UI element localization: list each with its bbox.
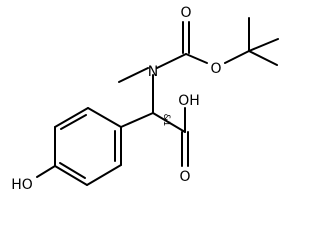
- bond-n-methyl: [118, 67, 149, 83]
- bond-ring-5: [54, 107, 89, 128]
- bond-phenol-c-o: [36, 165, 56, 178]
- bond-ring-inner-3: [60, 114, 87, 130]
- bond-alpha-aryl: [120, 112, 154, 128]
- bond-carbamate-c-o: [185, 53, 208, 64]
- bond-o-tbu: [224, 50, 250, 64]
- atom-phenol-ho: HO: [11, 177, 33, 193]
- molecule-structure: N O O OH O HO &1: [11, 5, 279, 193]
- stereo-label: &1: [161, 114, 171, 127]
- bond-ring-inner-2: [59, 162, 86, 179]
- atom-labels: N O O OH O HO: [11, 5, 221, 193]
- bond-ring-6: [87, 107, 122, 128]
- atom-n: N: [148, 64, 158, 80]
- bond-alpha-acid-c: [152, 112, 186, 133]
- bond-n-carbamate-c: [156, 53, 187, 69]
- structure-canvas: N O O OH O HO &1: [11, 5, 279, 193]
- bond-tbu-methyl-3: [248, 38, 279, 52]
- atom-carbamate-carbonyl-o: O: [180, 5, 191, 21]
- bond-ring-2: [86, 164, 122, 186]
- atom-acid-carbonyl-o: O: [179, 169, 190, 185]
- bonds: [36, 17, 279, 186]
- atom-carbamate-ester-o: O: [210, 61, 221, 77]
- atom-acid-oh: OH: [178, 93, 200, 109]
- bond-tbu-methyl-2: [248, 50, 278, 66]
- bond-ring-3: [54, 165, 88, 186]
